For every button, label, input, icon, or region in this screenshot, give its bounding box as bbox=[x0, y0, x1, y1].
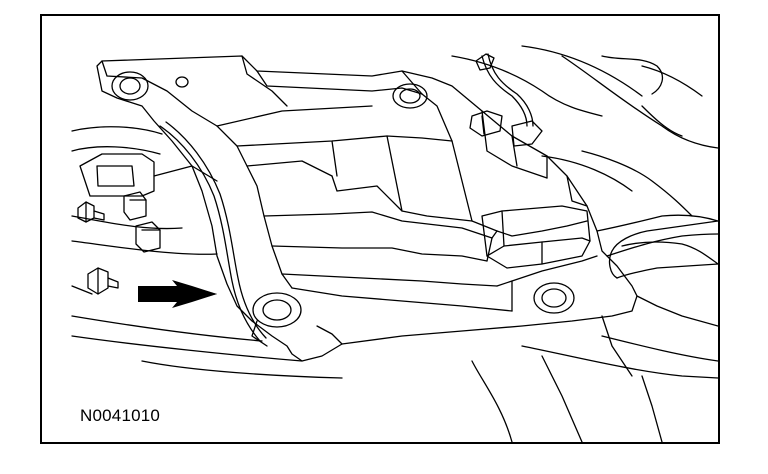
figure-frame: N0041010 bbox=[40, 14, 720, 444]
raised-block bbox=[481, 205, 591, 269]
connector-left-2 bbox=[135, 221, 161, 253]
arrow-indicator bbox=[138, 280, 217, 308]
shield-cover bbox=[96, 55, 638, 362]
bolt-lower-left bbox=[87, 267, 119, 295]
left-background-structure bbox=[71, 126, 343, 379]
figure-reference-code: N0041010 bbox=[80, 406, 161, 425]
cable bbox=[159, 121, 267, 342]
wiring-harness bbox=[469, 53, 543, 147]
mounting-hole-top-center bbox=[392, 83, 428, 109]
pipe-right bbox=[608, 220, 718, 279]
mounting-hole-bottom-right bbox=[533, 282, 575, 314]
right-background-structure bbox=[451, 45, 718, 442]
mounting-hole-top-left bbox=[111, 71, 189, 101]
connector-left-1 bbox=[123, 191, 147, 221]
mounting-hole-bottom-left bbox=[251, 292, 302, 347]
bolt-upper-left bbox=[77, 201, 105, 223]
technical-drawing bbox=[71, 45, 718, 442]
